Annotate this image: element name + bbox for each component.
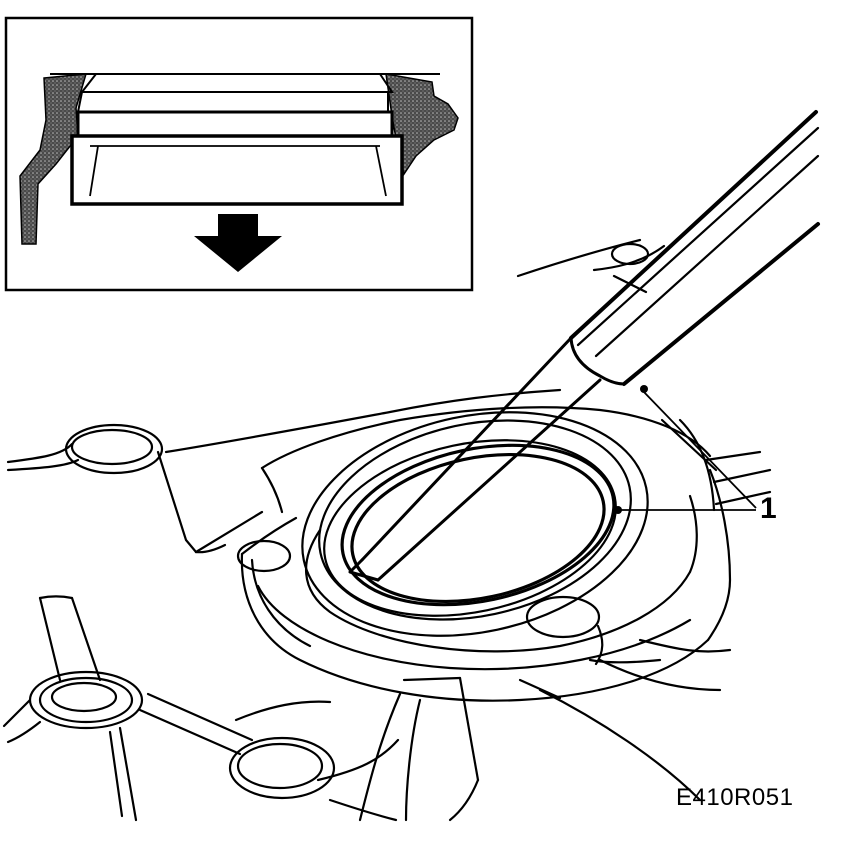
callout-number: 1 xyxy=(760,492,777,525)
housing-outline xyxy=(2,238,772,822)
arrow-down-icon xyxy=(194,214,282,272)
callout-leaders xyxy=(618,389,757,511)
callout-dot-seal xyxy=(614,506,622,514)
figure-code: E410R051 xyxy=(676,784,794,811)
inset-detail xyxy=(4,16,474,292)
callout-dot-tool xyxy=(640,385,648,393)
screwdriver xyxy=(348,110,820,582)
